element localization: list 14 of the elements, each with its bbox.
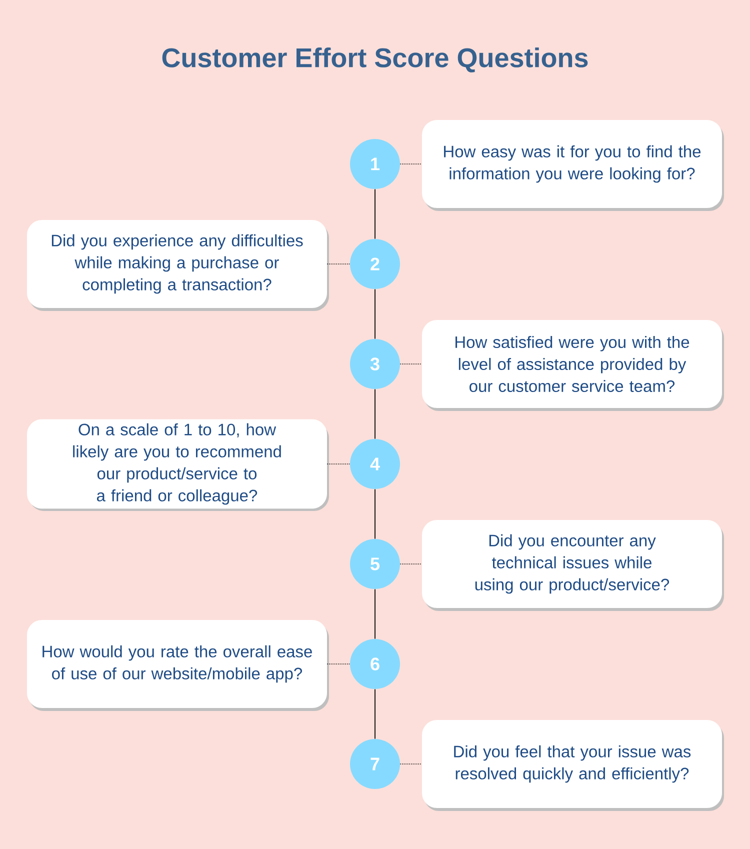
timeline-line [374,388,376,440]
question-box: How would you rate the overall ease of use of our website/mobile app? [27,620,329,711]
question-box: Did you experience any difficulties while making a purchase or completing a transaction? [27,220,329,311]
timeline-line [374,488,376,540]
question-box: Did you feel that your issue was resolved quickly and efficiently? [422,720,724,811]
timeline-line [374,688,376,740]
title: Customer Effort Score Questions [162,48,588,72]
question-box: Did you encounter any technical issues while using our product/service? [422,520,724,611]
question-box: On a scale of 1 to 10, how likely are you to recommend our product/service to a friend or colleague? [27,419,329,511]
timeline-line [374,188,376,240]
question-box: How easy was it for you to find the information you were looking for? [422,120,724,211]
timeline-line [374,288,376,340]
question-box: How satisfied were you with the level of assistance provided by our customer service team? [422,320,724,411]
timeline-line [374,588,376,640]
